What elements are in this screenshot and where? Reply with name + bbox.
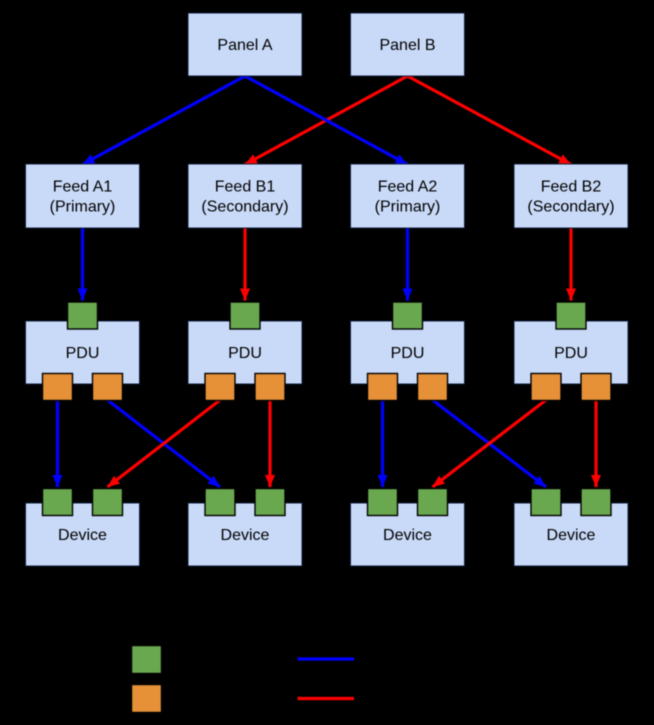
svg-text:Feed A1: Feed A1	[53, 179, 113, 196]
svg-text:(Primary): (Primary)	[50, 199, 116, 216]
svg-text:PDU: PDU	[391, 345, 425, 362]
svg-text:Feed A2: Feed A2	[378, 179, 438, 196]
svg-text:Panel A: Panel A	[217, 37, 272, 54]
svg-text:Device: Device	[58, 527, 107, 544]
svg-text:Panel B: Panel B	[379, 37, 435, 54]
svg-text:PDU: PDU	[554, 345, 588, 362]
svg-text:Device: Device	[383, 527, 432, 544]
svg-text:(Primary): (Primary)	[375, 199, 441, 216]
svg-text:Feed B2: Feed B2	[541, 179, 602, 196]
svg-text:Feed B1: Feed B1	[215, 179, 276, 196]
svg-text:(Secondary): (Secondary)	[201, 199, 288, 216]
svg-text:(Secondary): (Secondary)	[527, 199, 614, 216]
svg-text:PDU: PDU	[66, 345, 100, 362]
svg-text:Device: Device	[221, 527, 270, 544]
svg-text:PDU: PDU	[228, 345, 262, 362]
svg-text:Device: Device	[547, 527, 596, 544]
